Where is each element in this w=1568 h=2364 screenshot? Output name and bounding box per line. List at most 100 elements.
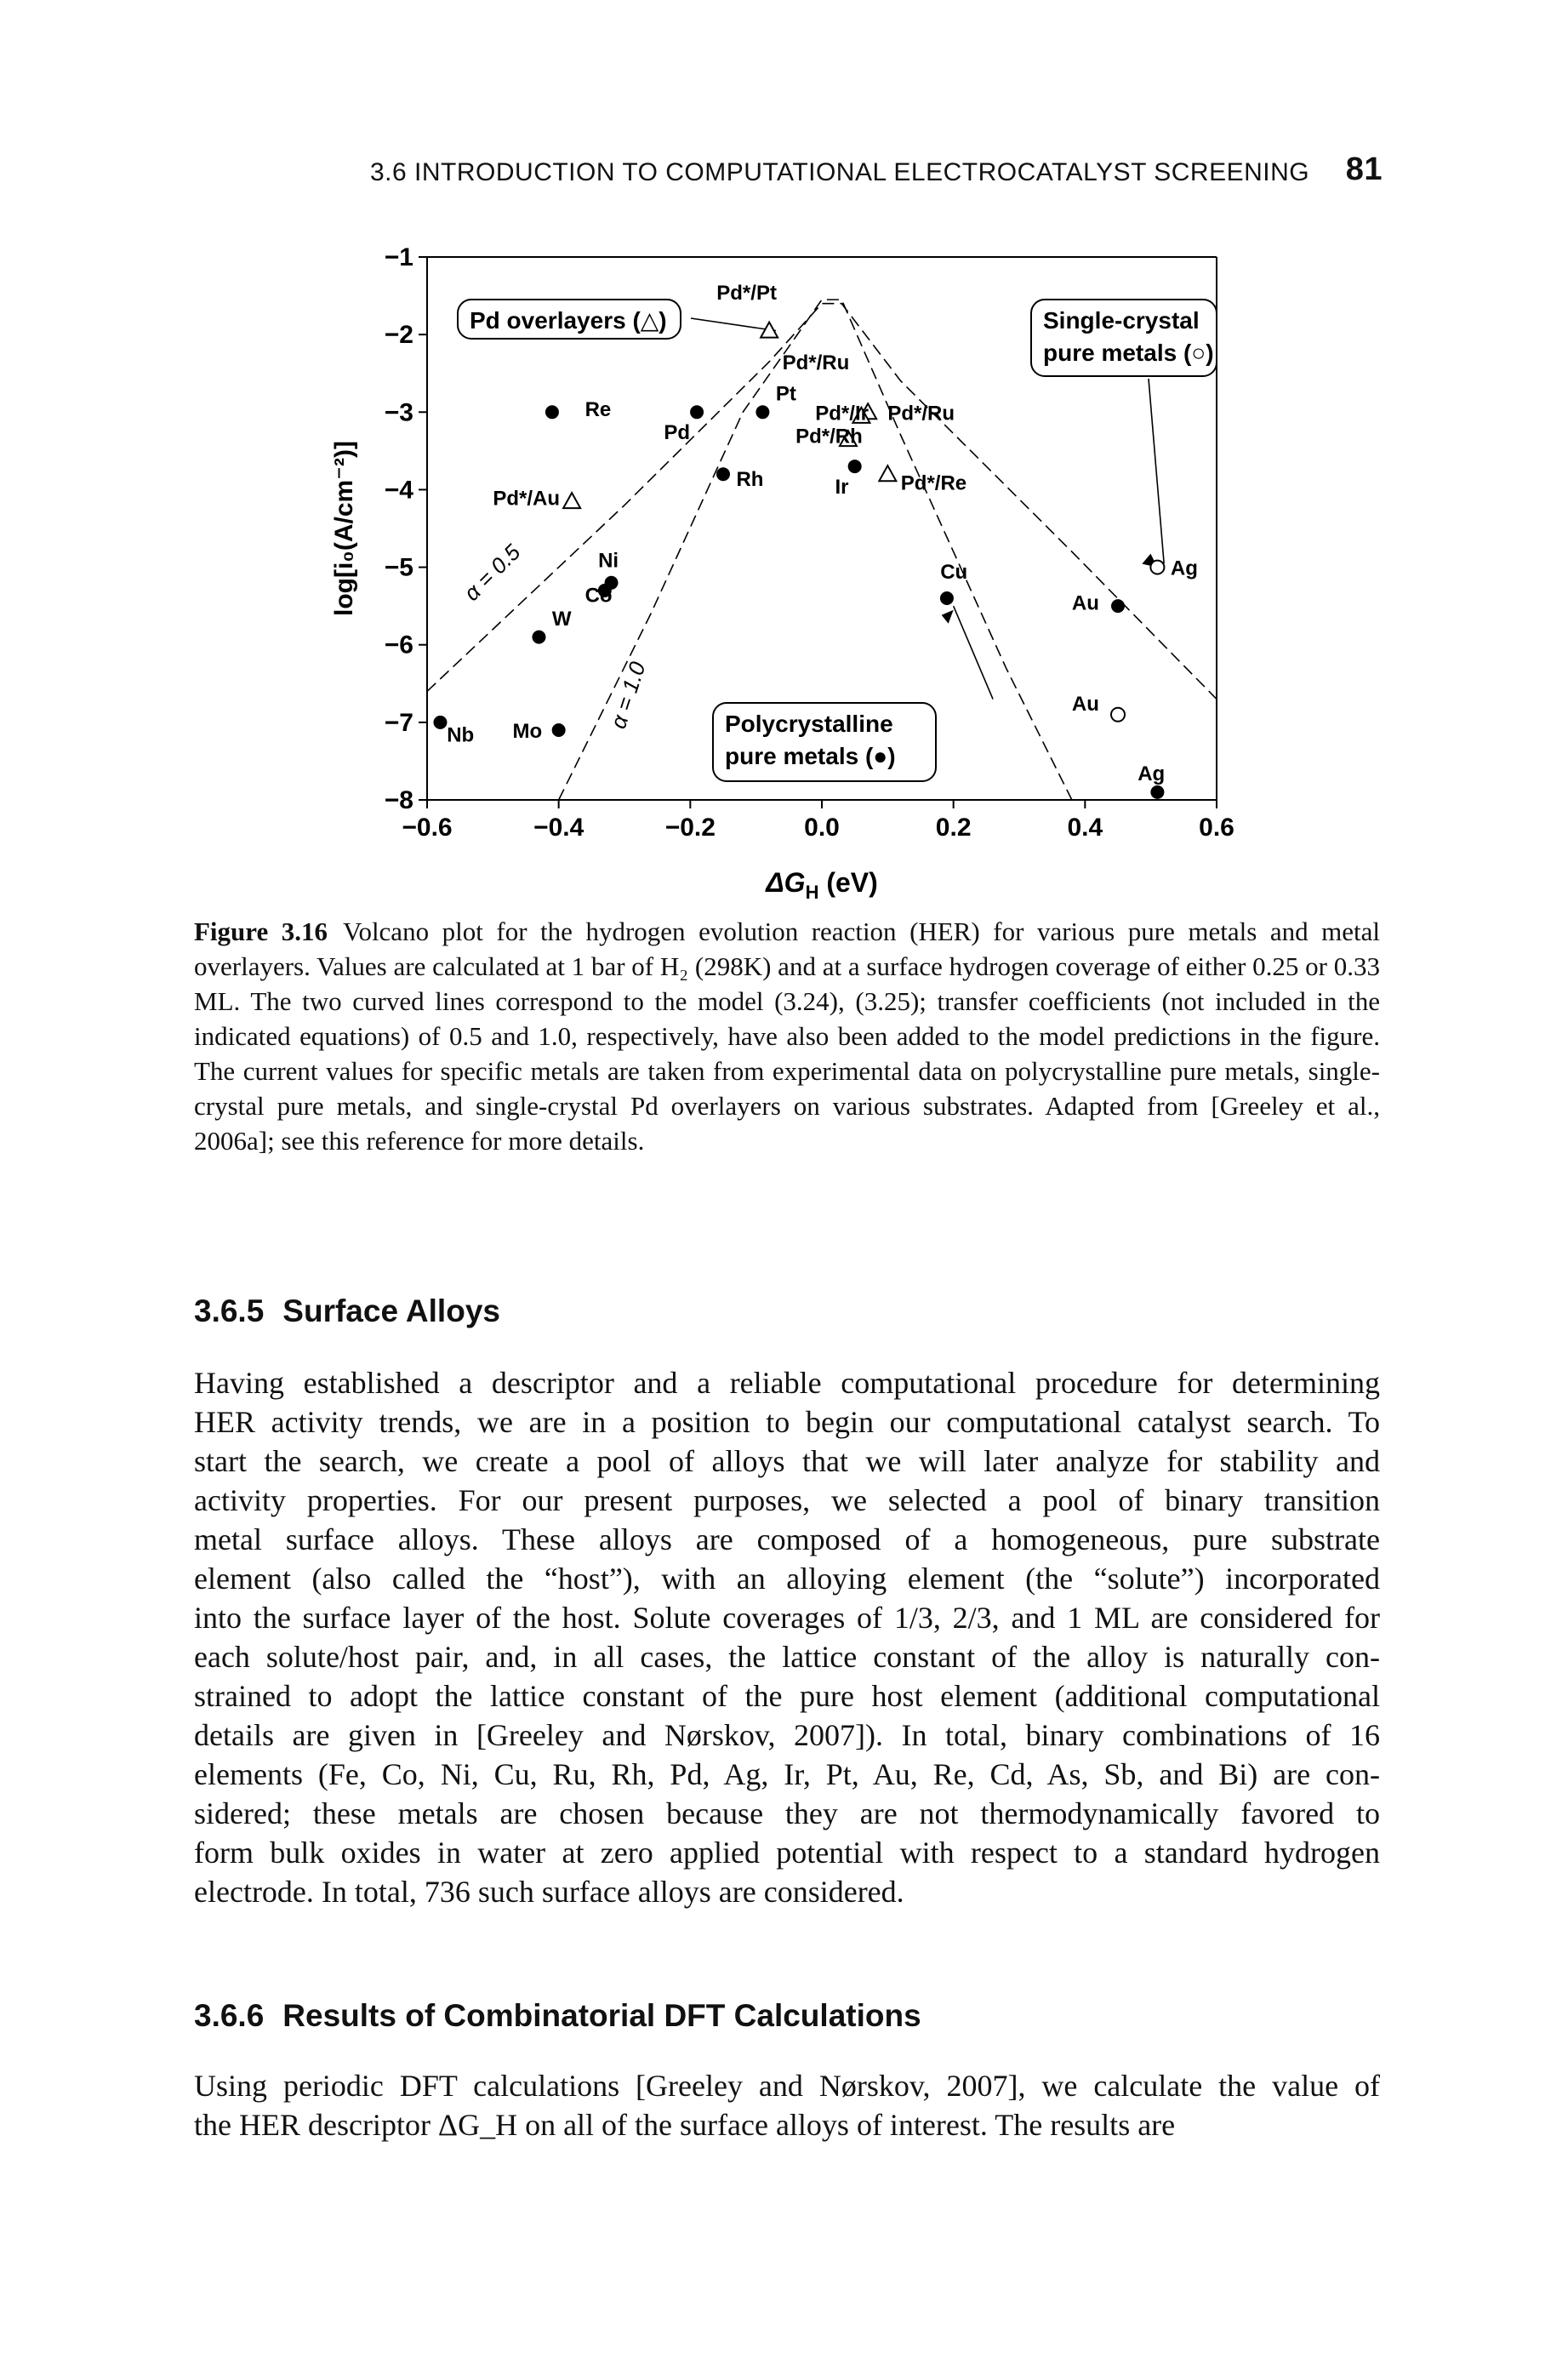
polycrystalline-box-text: Polycrystalline (725, 711, 893, 737)
label-au-poly: Au (1072, 693, 1099, 716)
point-pd-au-overlayer (562, 491, 582, 510)
polycrystalline-box (712, 702, 937, 782)
section-number: 3.6.6 (194, 1998, 265, 2033)
paragraph-line: activity properties. For our present pur… (194, 1483, 1380, 1517)
y-tick-label: −2 (385, 321, 413, 349)
point-ag-single-crystal (1149, 559, 1166, 575)
label-cu: Cu (940, 561, 967, 584)
single-crystal-box-text: pure metals (○) (1043, 340, 1214, 366)
section-number: 3.6.5 (194, 1293, 265, 1328)
label-pt: Pt (776, 383, 796, 406)
point-au-poly (1111, 599, 1125, 614)
paragraph-line: Having established a descriptor and a re… (194, 1366, 1380, 1400)
label-ag-poly: Ag (1138, 762, 1165, 785)
label-w: W (552, 608, 572, 631)
page-number: 81 (1345, 151, 1383, 187)
point-pt-poly (755, 405, 770, 420)
legend-boxes: Pd overlayers (△) Single-crystal pure meta… (457, 299, 1217, 782)
x-tick-label: 0.4 (1067, 814, 1103, 842)
axis-titles: ΔGH (eV) log[i₀(A/cm⁻²)] (330, 441, 878, 903)
model-curve-alpha-1-0 (557, 299, 1073, 801)
caption-text: Volcano plot for the hydrogen evolution … (194, 916, 1380, 1156)
paragraph-line: elements (Fe, Co, Ni, Cu, Ru, Rh, Pd, Ag… (194, 1757, 1380, 1791)
y-axis-title: log[i₀(A/cm⁻²)] (330, 441, 358, 616)
x-axis-title: ΔGH (eV) (765, 867, 878, 903)
label-ag-sc: Ag (1171, 557, 1198, 580)
y-tick-label: −1 (385, 247, 413, 271)
label-pd-re: Pd*/Re (901, 471, 966, 494)
point-pd-poly (690, 405, 704, 420)
point-pd-ir-overlayer (851, 405, 872, 424)
point-ir-poly (847, 460, 862, 474)
x-tick-label: −0.2 (665, 814, 716, 842)
point-w-poly (532, 630, 546, 644)
x-tick-label: 0.2 (936, 814, 972, 842)
x-tick-label: −0.6 (402, 814, 452, 842)
point-pd-pt-overlayer (759, 320, 779, 339)
label-mo: Mo (513, 720, 543, 743)
arrow-head (941, 609, 954, 624)
paragraph-line: form bulk oxides in water at zero applie… (194, 1836, 1380, 1870)
paragraph-line: element (also called the “host”), with a… (194, 1562, 1380, 1596)
label-pd-pt: Pd*/Pt (716, 282, 777, 305)
label-ir: Ir (835, 476, 848, 499)
section-heading-surface-alloys: 3.6.5 Surface Alloys (194, 1293, 500, 1329)
point-pd-rh-overlayer (838, 429, 858, 448)
paragraph-line: each solute/host pair, and, in all cases… (194, 1640, 1380, 1674)
point-nb-poly (433, 715, 448, 729)
point-mo-poly (551, 722, 566, 737)
label-rh: Rh (736, 468, 763, 491)
y-tick-label: −8 (385, 786, 413, 814)
paragraph-line: metal surface alloys. These alloys are c… (194, 1522, 1380, 1556)
paragraph-line: start the search, we create a pool of al… (194, 1444, 1380, 1478)
paragraph-line: strained to adopt the lattice constant o… (194, 1679, 1380, 1713)
point-re-poly (545, 405, 559, 420)
single-crystal-box-text: Single-crystal (1043, 307, 1200, 334)
paragraph-line: sidered; these metals are chosen because… (194, 1796, 1380, 1830)
pd-overlayers-box (457, 299, 681, 340)
label-nb: Nb (447, 724, 474, 747)
y-tick-label: −7 (385, 709, 413, 737)
paragraph-surface-alloys: Having established a descriptor and a re… (194, 1363, 1380, 1911)
label-ni: Ni (598, 550, 619, 573)
pd-overlayers-arrow (690, 317, 776, 332)
point-rh-poly (716, 467, 730, 482)
running-head: 3.6 INTRODUCTION TO COMPUTATIONAL ELECTR… (370, 151, 1383, 194)
label-pd: Pd (664, 421, 690, 444)
paragraph-line: HER activity trends, we are in a positio… (194, 1405, 1380, 1439)
label-pd-rh: Pd*/Rh (795, 425, 863, 448)
section-title: Surface Alloys (282, 1293, 500, 1328)
label-pd-au: Pd*/Au (493, 488, 560, 511)
y-tick-label: −6 (385, 631, 413, 660)
label-pd-ru: Pd*/Ru (783, 351, 850, 374)
label-co: Co (585, 585, 613, 608)
polycrystalline-box-text: pure metals (●) (725, 743, 896, 769)
paragraph-line: electrode. In total, 736 such surface al… (194, 1875, 904, 1909)
point-au-single-crystal (1110, 706, 1126, 722)
y-tick-label: −4 (385, 476, 414, 504)
paragraph-line: the HER descriptor ΔG_H on all of the su… (194, 2108, 1176, 2142)
data-points (433, 320, 1166, 799)
label-pd-ru2: Pd*/Ru (887, 402, 955, 425)
model-curve-alpha-0-5 (426, 302, 1217, 700)
point-ni-poly (604, 575, 619, 590)
point-pd-re-overlayer (877, 464, 898, 483)
x-tick-label: 0.0 (804, 814, 840, 842)
point-ag-poly (1150, 785, 1165, 799)
alpha-0-5-label: α = 0.5 (459, 539, 526, 606)
polycrystalline-arrow (952, 605, 994, 699)
running-head-section: 3.6 INTRODUCTION TO COMPUTATIONAL ELECTR… (370, 158, 1310, 186)
x-tick-label: −0.4 (533, 814, 584, 842)
y-tick-label: −5 (385, 554, 413, 582)
single-crystal-arrow (1148, 378, 1165, 564)
paragraph-line: details are given in [Greeley and Nørsko… (194, 1718, 1380, 1752)
figure-label: Figure 3.16 (194, 916, 328, 946)
y-tick-label: −3 (385, 398, 413, 426)
pd-overlayers-box-text: Pd overlayers (△) (470, 307, 667, 334)
label-pd-ir: Pd*/Ir (815, 402, 869, 425)
